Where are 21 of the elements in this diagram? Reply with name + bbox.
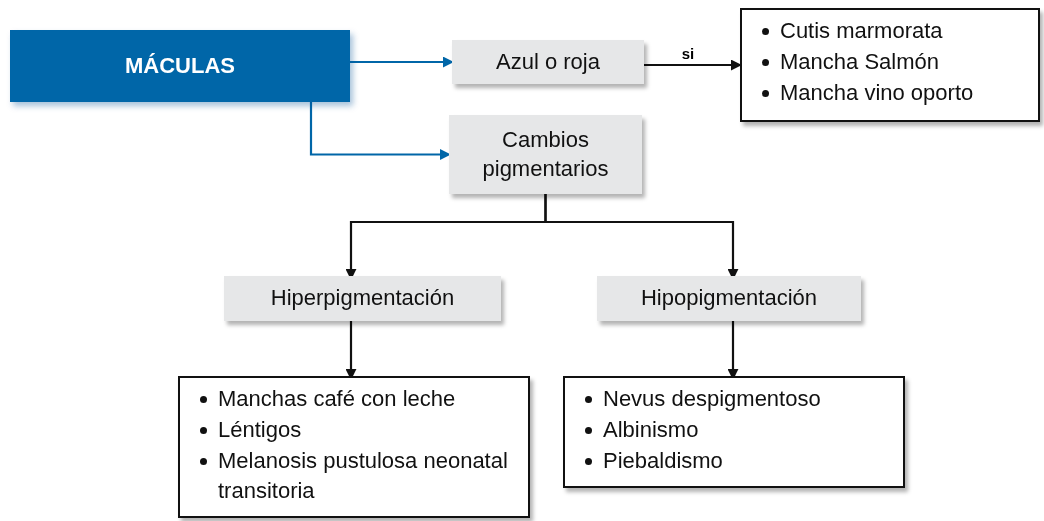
edge-label: si xyxy=(679,45,697,62)
category-box: Cambios pigmentarios xyxy=(449,115,642,194)
arrow xyxy=(309,102,451,160)
list-item: Mancha Salmón xyxy=(760,46,1030,78)
list-item: Cutis marmorata xyxy=(760,16,1030,47)
list-box xyxy=(563,376,905,488)
list-item: Léntigos xyxy=(198,414,520,446)
list-item: Mancha vino oporto xyxy=(760,77,1030,109)
heading-box: MÁCULAS xyxy=(10,30,350,102)
list-item: Manchas café con leche xyxy=(198,384,520,415)
arrow xyxy=(350,56,454,68)
category-box: Azul o roja xyxy=(452,40,644,84)
list-item: Piebaldismo xyxy=(583,445,895,477)
list-item: Albinismo xyxy=(583,414,895,446)
arrow xyxy=(644,59,742,71)
category-box: Hiperpigmentación xyxy=(224,276,501,321)
list-item: Nevus despigmentoso xyxy=(583,384,895,415)
list-item: Melanosis pustulosa neonatal transitoria xyxy=(198,445,520,508)
list-box xyxy=(178,376,530,518)
list-box xyxy=(740,8,1040,122)
category-box: Hipopigmentación xyxy=(597,276,861,321)
